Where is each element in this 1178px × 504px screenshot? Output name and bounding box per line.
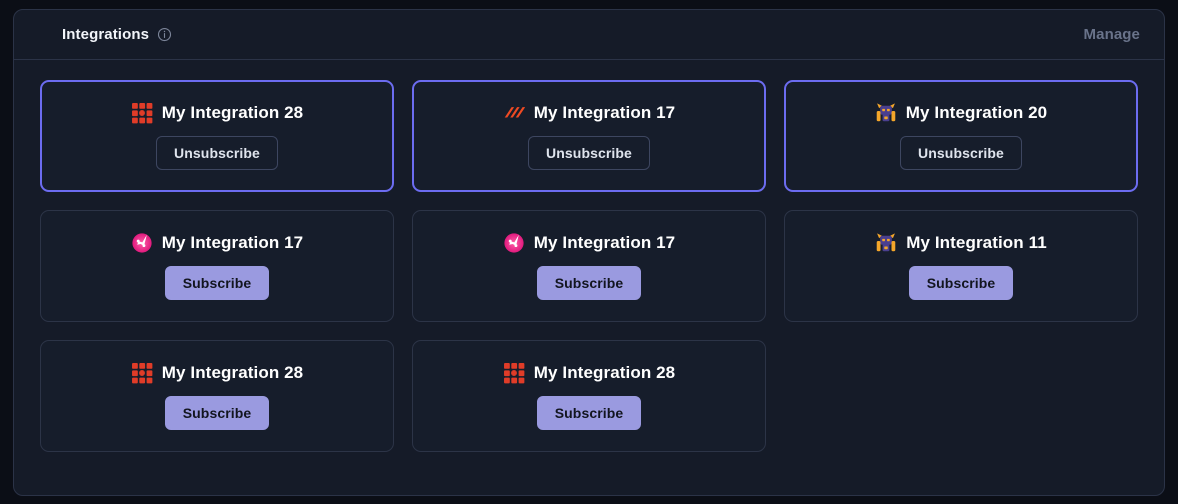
subscribe-button[interactable]: Subscribe [536,396,642,430]
integration-card[interactable]: My Integration 20 Unsubscribe [784,80,1138,192]
card-header: My Integration 28 [131,362,304,384]
subscribe-button[interactable]: Subscribe [908,266,1014,300]
info-circle-icon[interactable] [157,27,172,42]
unsubscribe-button[interactable]: Unsubscribe [156,136,278,170]
grid-blocks-icon [503,362,525,384]
integration-card[interactable]: My Integration 17 Subscribe [40,210,394,322]
integration-card[interactable]: My Integration 17 Subscribe [412,210,766,322]
integrations-panel: Integrations Manage My Integration 28 Uns… [13,9,1165,496]
pink-orb-icon [503,232,525,254]
card-title: My Integration 28 [533,363,676,382]
diagonal-bars-icon [503,102,525,124]
card-header: My Integration 20 [875,102,1048,124]
card-title: My Integration 20 [905,103,1048,122]
card-title: My Integration 28 [161,363,304,382]
card-header: My Integration 28 [503,362,676,384]
page-title: Integrations [62,26,150,43]
subscribe-button[interactable]: Subscribe [164,396,270,430]
card-header: My Integration 17 [131,232,304,254]
unsubscribe-button[interactable]: Unsubscribe [900,136,1022,170]
card-header: My Integration 11 [875,232,1047,254]
integration-card[interactable]: My Integration 28 Subscribe [40,340,394,452]
integration-card[interactable]: My Integration 28 Subscribe [412,340,766,452]
integration-card[interactable]: My Integration 11 Subscribe [784,210,1138,322]
subscribe-button[interactable]: Subscribe [536,266,642,300]
card-title: My Integration 17 [533,103,676,122]
card-header: My Integration 17 [503,232,676,254]
subscribe-button[interactable]: Subscribe [164,266,270,300]
manage-link[interactable]: Manage [1083,26,1140,43]
panel-header: Integrations Manage [14,10,1164,60]
card-title: My Integration 28 [161,103,304,122]
pink-orb-icon [131,232,153,254]
grid-blocks-icon [131,362,153,384]
unsubscribe-button[interactable]: Unsubscribe [528,136,650,170]
card-header: My Integration 28 [131,102,304,124]
card-header: My Integration 17 [503,102,676,124]
integration-card[interactable]: My Integration 17 Unsubscribe [412,80,766,192]
grid-blocks-icon [131,102,153,124]
integration-card[interactable]: My Integration 28 Unsubscribe [40,80,394,192]
mascot-icon [875,232,897,254]
mascot-icon [875,102,897,124]
card-title: My Integration 17 [533,233,676,252]
header-left-group: Integrations [62,26,172,43]
card-title: My Integration 11 [906,233,1047,252]
card-title: My Integration 17 [161,233,304,252]
